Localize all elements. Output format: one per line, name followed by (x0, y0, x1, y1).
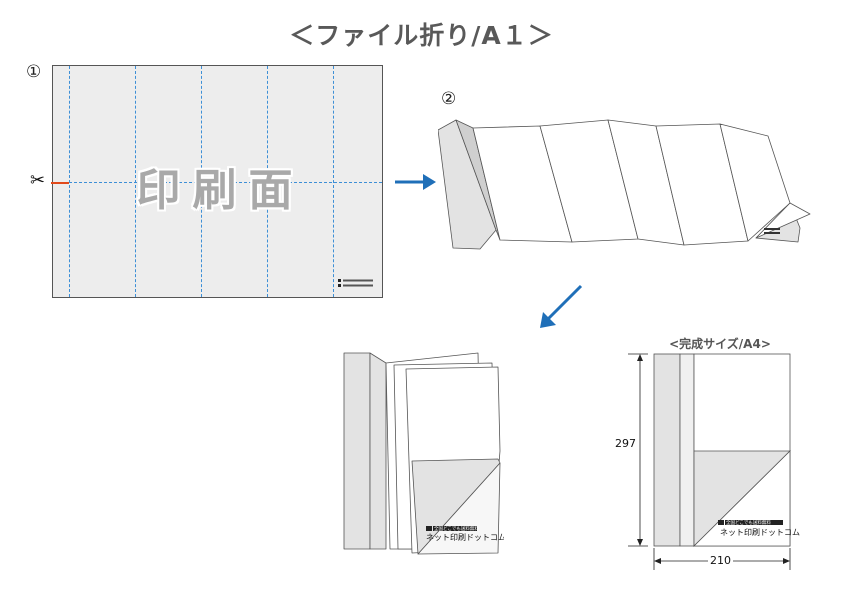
vertical-fold-line (69, 66, 70, 297)
diagram-title: ＜ファイル折り/A１＞ (289, 21, 554, 50)
final-a4-diagram: 全国どこでも送料無料 ネット印刷ドットコム (628, 353, 800, 570)
final-logo-line-2: ネット印刷ドットコム (720, 528, 800, 537)
unfolded-a1-sheet: 印刷面 (52, 65, 383, 298)
vertical-fold-line (267, 66, 268, 297)
horizontal-fold-line (69, 182, 382, 183)
cut-line (51, 182, 69, 184)
width-dimension-label: 210 (708, 554, 733, 567)
final-size-title: <完成サイズ/A4> (669, 337, 771, 351)
step-1-label: ① (26, 62, 42, 82)
scissors-icon: ✂ (30, 170, 46, 191)
print-face-label: 印刷面 (136, 165, 305, 216)
logo-line-1: 全国どこでも送料無料 (434, 525, 479, 532)
final-logo: 全国どこでも送料無料 ネット印刷ドットコム (718, 519, 800, 537)
logo-mark (764, 228, 780, 234)
folded-booklet: 全国どこでも送料無料 ネット印刷ドットコム (343, 352, 504, 555)
step-2-label: ② (441, 89, 457, 109)
booklet-logo: 全国どこでも送料無料 ネット印刷ドットコム (426, 525, 504, 542)
company-logo-mark (338, 279, 373, 287)
logo-line-2: ネット印刷ドットコム (426, 533, 504, 542)
height-dimension-line (628, 353, 648, 547)
arrow-down-left-icon (540, 284, 583, 328)
height-dimension-label: 297 (615, 436, 636, 451)
arrow-right-icon (395, 174, 436, 190)
vertical-fold-line (333, 66, 334, 297)
final-logo-line-1: 全国どこでも送料無料 (726, 519, 771, 526)
accordion-folded-strip (438, 119, 811, 250)
vertical-fold-line (135, 66, 136, 297)
vertical-fold-line (201, 66, 202, 297)
